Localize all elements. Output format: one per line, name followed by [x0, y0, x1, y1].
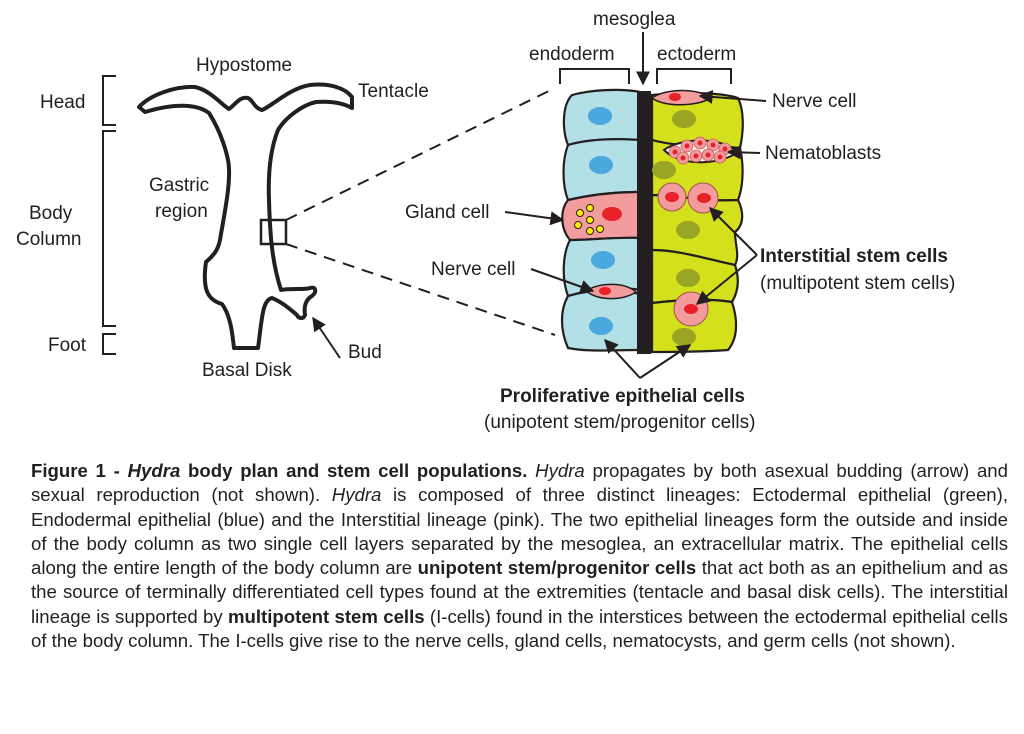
ectoderm-nucleus [676, 269, 700, 287]
nerve-cell-endoderm [584, 283, 638, 300]
label-proliferative-subtitle: (unipotent stem/progenitor cells) [484, 412, 755, 433]
mesoglea-bar [637, 91, 651, 354]
caption-bold-multipotent: multipotent stem cells [228, 605, 425, 627]
caption-text-1: propagates by both asexual budding (arro… [31, 460, 1008, 506]
endoderm-bracket [559, 68, 630, 84]
ectoderm-nucleus [676, 221, 700, 239]
label-proliferative-title: Proliferative epithelial cells [500, 386, 745, 407]
nerve-cell-ectoderm [650, 89, 712, 106]
nematoblast-cluster [662, 136, 740, 165]
body-column-bracket [102, 130, 116, 327]
caption-species-3: Hydra [331, 484, 382, 506]
foot-bracket [102, 333, 116, 355]
nematoblasts-arrow [726, 145, 761, 160]
label-gastric-2: region [155, 201, 208, 222]
label-endoderm: endoderm [529, 44, 615, 65]
interstitial-stem-cell-nucleus [665, 192, 679, 202]
hydra-body-plan: Hypostome Tentacle Head Gastric region B… [16, 55, 556, 381]
label-gland-cell: Gland cell [405, 202, 490, 223]
zoom-region-box [259, 218, 288, 246]
label-interstitial-subtitle: (multipotent stem cells) [760, 273, 955, 294]
gland-granules [574, 204, 604, 235]
label-interstitial-title: Interstitial stem cells [760, 246, 948, 267]
ectoderm-nucleus [672, 328, 696, 346]
caption-species-2: Hydra [535, 460, 585, 481]
nerve-cell-top-arrow [698, 89, 767, 104]
head-bracket [102, 75, 116, 126]
ectoderm-nucleus [652, 161, 676, 179]
label-body: Body [29, 203, 73, 224]
label-ectoderm: ectoderm [657, 44, 736, 65]
label-gastric-1: Gastric [149, 175, 209, 196]
label-nerve-cell-left: Nerve cell [431, 259, 515, 280]
label-hypostome: Hypostome [196, 55, 292, 76]
gland-cell-nucleus [602, 207, 622, 221]
ectoderm-nucleus [672, 110, 696, 128]
label-nematoblasts: Nematoblasts [765, 143, 881, 164]
label-tentacle: Tentacle [358, 81, 429, 102]
caption-bold-unipotent: unipotent stem/progenitor cells [417, 557, 697, 579]
label-column: Column [16, 229, 81, 250]
endoderm-nucleus [588, 107, 612, 125]
proliferative-arrow-2 [639, 344, 692, 379]
label-mesoglea: mesoglea [593, 9, 676, 30]
bud-arrow [312, 316, 341, 359]
cell-layer-diagram: mesoglea endoderm ectoderm Nerve cell Ne… [405, 9, 955, 433]
figure-caption: Figure 1 - Hydra body plan and stem cell… [31, 459, 1008, 653]
zoom-line-top [285, 87, 556, 221]
proliferative-arrow-1 [604, 338, 641, 379]
label-bud: Bud [348, 342, 382, 363]
endoderm-nuclei [588, 107, 615, 335]
label-nerve-cell-top: Nerve cell [772, 91, 856, 112]
interstitial-stem-cell-nucleus [684, 304, 698, 314]
nematoblast-nuclei [672, 140, 728, 161]
caption-text-3: that act both as an epithelium and as th… [31, 557, 1008, 627]
label-head: Head [40, 92, 85, 113]
label-basal-disk: Basal Disk [202, 360, 292, 381]
ectoderm-bracket [656, 68, 732, 84]
hydra-figure: Hypostome Tentacle Head Gastric region B… [16, 9, 955, 433]
nerve-cell-ectoderm-nucleus [669, 93, 681, 101]
caption-text-4: (I-cells) found in the interstices betwe… [31, 605, 1008, 652]
endoderm-layer [560, 88, 642, 352]
nerve-cell-left-arrow [530, 268, 595, 294]
interstitial-arrow-1 [709, 207, 758, 256]
zoom-line-bottom [285, 243, 556, 336]
caption-text-2: is composed of three distinct lineages: … [31, 484, 1009, 579]
interstitial-stem-cell-nucleus [697, 193, 711, 203]
hydra-outline [137, 82, 354, 350]
caption-title: body plan and stem cell populations. [180, 460, 528, 481]
caption-species: Hydra [127, 460, 181, 481]
endoderm-nucleus [589, 317, 613, 335]
gland-cell-arrow [504, 211, 565, 226]
caption-figure-number: Figure 1 - [31, 460, 128, 481]
ectoderm-nuclei [652, 110, 700, 346]
nerve-cell-endoderm-nucleus [599, 287, 611, 295]
label-foot: Foot [48, 335, 87, 356]
endoderm-nucleus [591, 251, 615, 269]
endoderm-nucleus [589, 156, 613, 174]
interstitial-arrow-2 [695, 254, 758, 305]
